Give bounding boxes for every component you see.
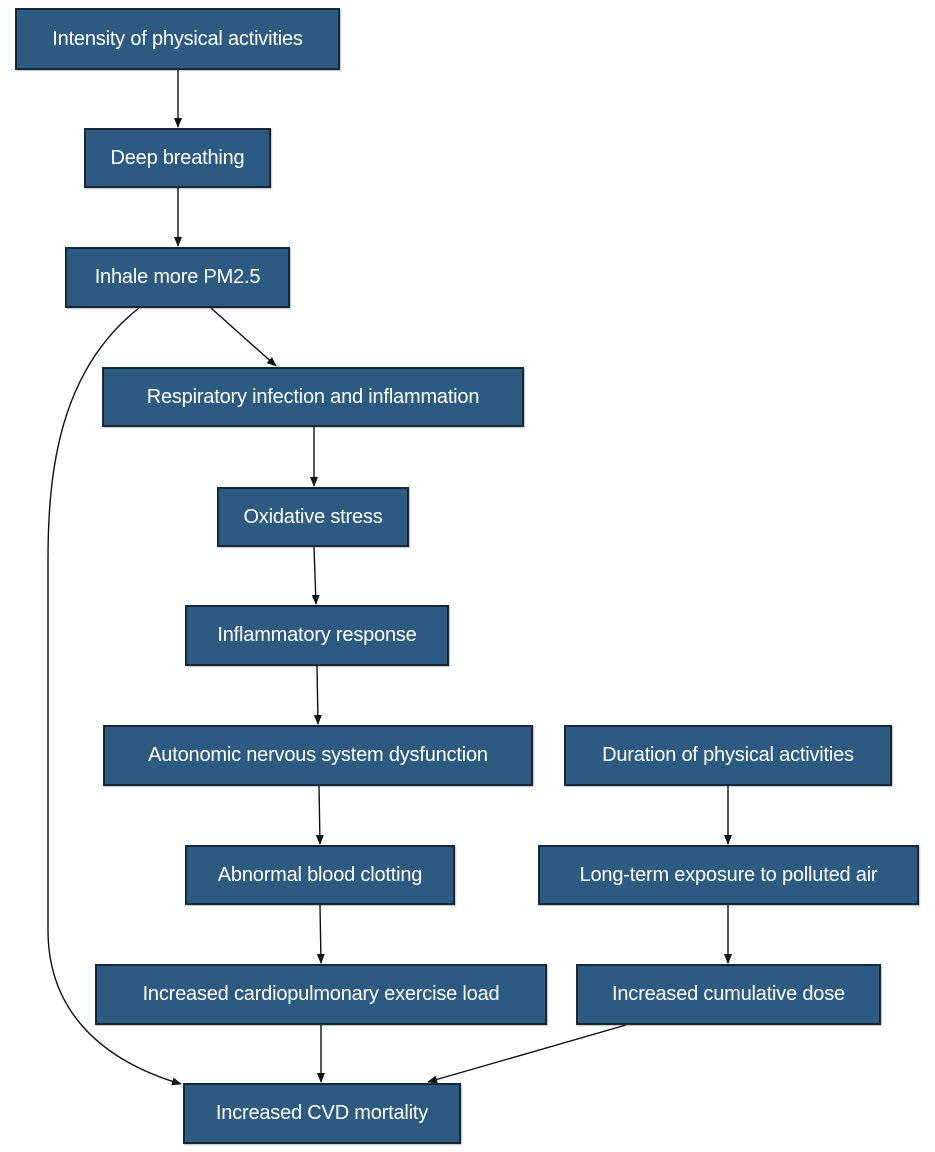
edge-oxid-to-inflam (311, 546, 320, 605)
node-inhale-more-pm25: Inhale more PM2.5 (65, 247, 290, 308)
node-oxidative-stress: Oxidative stress (217, 487, 409, 547)
node-intensity-of-physical-activities: Intensity of physical activities (15, 8, 340, 70)
node-inflammatory-response: Inflammatory response (185, 605, 449, 666)
edge-clot-to-cardio (316, 904, 325, 964)
node-autonomic-dysfunction: Autonomic nervous system dysfunction (103, 725, 533, 786)
edge-inhale-to-cvd (47, 307, 182, 1086)
node-cumulative-dose: Increased cumulative dose (576, 964, 881, 1025)
node-duration-of-physical-activities: Duration of physical activities (564, 725, 892, 786)
edge-inhale-to-resp (210, 307, 277, 367)
edge-inflam-to-autonomic (313, 665, 322, 725)
node-respiratory-infection: Respiratory infection and inflammation (102, 367, 524, 427)
node-cardiopulmonary-load: Increased cardiopulmonary exercise load (95, 964, 547, 1025)
edge-cumulative-to-cvd (427, 1024, 627, 1084)
node-deep-breathing: Deep breathing (84, 128, 271, 188)
node-abnormal-blood-clotting: Abnormal blood clotting (185, 845, 455, 905)
node-long-term-exposure: Long-term exposure to polluted air (538, 845, 919, 905)
edge-autonomic-to-clot (315, 785, 324, 845)
node-cvd-mortality: Increased CVD mortality (183, 1083, 461, 1144)
